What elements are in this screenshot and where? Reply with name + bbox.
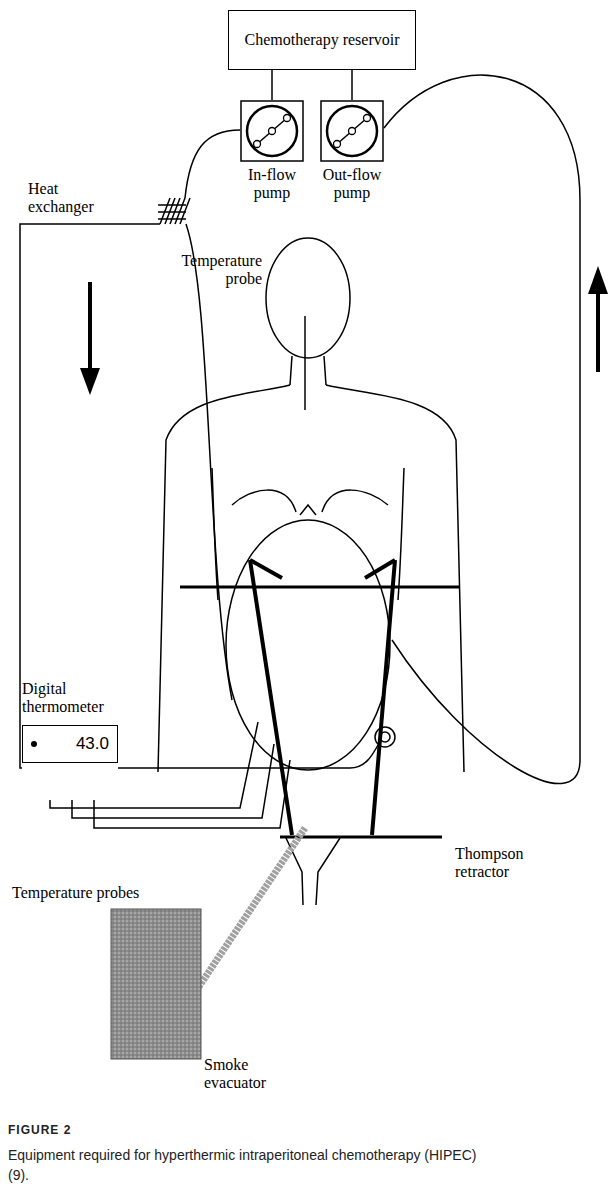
pump-rotor xyxy=(337,118,367,144)
inflow-tube xyxy=(186,224,232,700)
head xyxy=(266,238,350,358)
pump-rotor-ring xyxy=(327,106,377,156)
pump-symbol xyxy=(240,100,304,162)
down-arrow xyxy=(88,282,92,372)
coil-stroke xyxy=(160,198,170,224)
pump-rotor xyxy=(257,118,287,144)
temperature-probe-wire xyxy=(50,722,258,808)
indicator-dot xyxy=(31,741,37,747)
coil-stroke xyxy=(180,198,190,224)
reservoir-box: Chemotherapy reservoir xyxy=(228,10,416,70)
roller-pump: In-flow pump xyxy=(240,100,304,203)
tube-connector xyxy=(351,70,353,100)
pump-roller xyxy=(254,141,261,148)
evacuator-body xyxy=(111,909,201,1059)
temperature-probe-wire xyxy=(304,316,306,410)
component-label: Heat exchanger xyxy=(28,180,113,217)
outflow-tube xyxy=(384,75,580,784)
smoke-evacuator: Smoke evacuator xyxy=(110,908,290,1060)
coil-stroke xyxy=(175,198,185,224)
pump-roller xyxy=(364,115,371,122)
retractor-bar xyxy=(180,586,460,589)
pump-label: In-flow pump xyxy=(240,166,304,203)
device-label: Digital thermometer xyxy=(22,680,118,717)
inflow-tube xyxy=(118,745,378,768)
retractor-blade xyxy=(250,560,282,578)
thermometer-display: 43.0 xyxy=(22,725,118,763)
chest xyxy=(322,490,388,512)
pump-roller xyxy=(284,115,291,122)
left-shoulder-arm xyxy=(158,385,290,772)
flow-arrows xyxy=(80,266,608,395)
heat-exchanger-coil xyxy=(158,198,190,224)
evacuator-unit xyxy=(110,908,202,1060)
smoke-tube xyxy=(190,828,305,1000)
patient-body xyxy=(158,238,464,905)
neck xyxy=(290,356,292,385)
abdominal-opening xyxy=(226,520,390,770)
tube-connector xyxy=(271,70,273,100)
temperature-reading: 43.0 xyxy=(76,734,109,754)
coil-stroke xyxy=(158,205,186,219)
pump-symbol xyxy=(320,100,384,162)
pump-housing xyxy=(321,101,383,161)
temperature-probe-wire xyxy=(94,760,290,828)
coil-stroke xyxy=(170,198,180,224)
pump-housing xyxy=(241,101,303,161)
groin xyxy=(316,838,340,905)
retractor-blade xyxy=(365,560,395,578)
coil-stroke xyxy=(165,198,175,224)
component-label: Temperature probe xyxy=(172,252,262,289)
retractor-blade xyxy=(372,560,395,835)
pump-roller xyxy=(269,128,276,135)
pump-roller xyxy=(349,128,356,135)
sternum xyxy=(300,505,316,515)
retractor-bar xyxy=(280,836,442,839)
torso-side xyxy=(398,468,404,600)
box-label: Chemotherapy reservoir xyxy=(244,30,399,49)
neck xyxy=(324,356,326,385)
perfusion-tubing xyxy=(20,75,580,828)
pump-roller xyxy=(334,141,341,148)
roller-pump: Out-flow pump xyxy=(320,100,384,203)
figure-number: FIGURE 2 xyxy=(8,1124,208,1138)
up-arrow xyxy=(596,290,600,372)
digital-thermometer: Digital thermometer 43.0 xyxy=(22,680,118,763)
up-arrow-head xyxy=(588,266,608,294)
down-arrow-head xyxy=(80,368,100,395)
figure-caption: Equipment required for hyperthermic intr… xyxy=(8,1146,478,1185)
chest xyxy=(232,490,296,512)
component-label: Thompson retractor xyxy=(455,845,565,882)
pump-label: Out-flow pump xyxy=(320,166,384,203)
pump-rotor-ring xyxy=(247,106,297,156)
inflow-tube xyxy=(185,130,240,198)
device-label: Smoke evacuator xyxy=(204,1056,286,1093)
thompson-retractor xyxy=(180,560,460,837)
component-label: Temperature probes xyxy=(12,884,232,902)
inflow-tube xyxy=(20,224,160,768)
